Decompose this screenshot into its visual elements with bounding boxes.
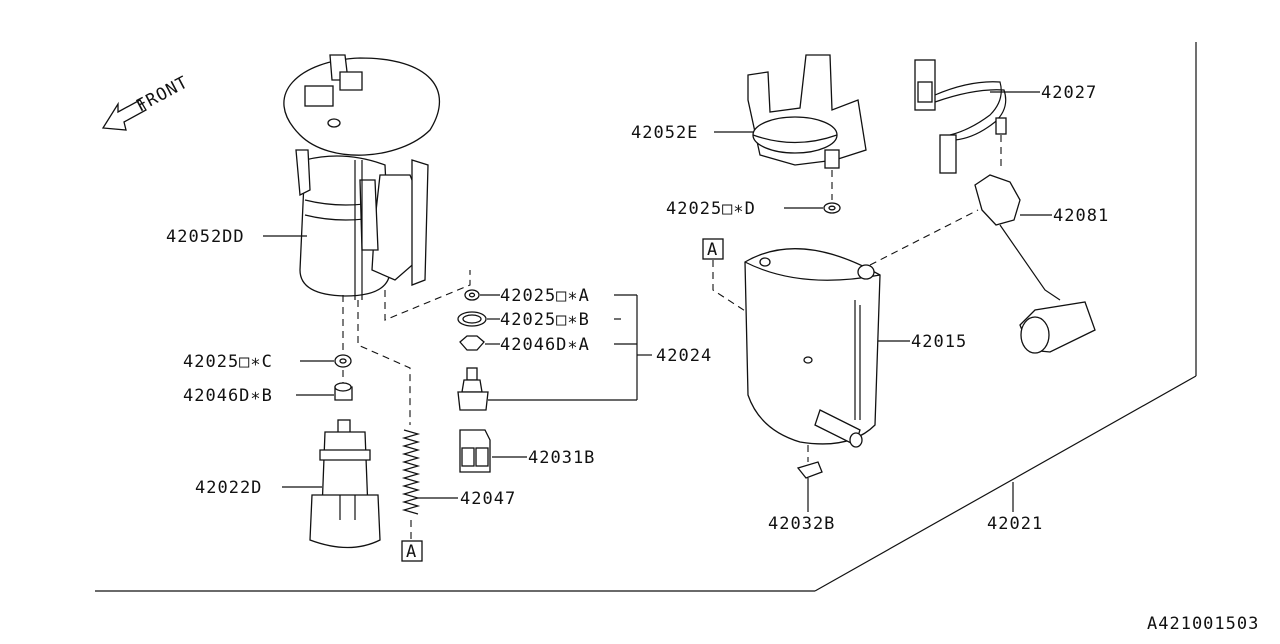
reference-code: A421001503 bbox=[1147, 614, 1259, 634]
clip-42032B-icon bbox=[796, 461, 823, 479]
fuel-sender-icon bbox=[974, 174, 1096, 354]
pump-module-icon bbox=[283, 54, 441, 300]
label-42021: 42021 bbox=[987, 514, 1043, 534]
label-42052DD: 42052DD bbox=[166, 227, 245, 247]
regulator-valve-icon bbox=[457, 367, 489, 411]
bushing-42046DA-icon bbox=[459, 335, 485, 351]
label-42024: 42024 bbox=[656, 346, 712, 366]
label-42032B: 42032B bbox=[768, 514, 835, 534]
label-42047: 42047 bbox=[460, 489, 516, 509]
front-arrow-icon bbox=[101, 99, 147, 131]
fuel-pump-icon bbox=[309, 419, 381, 549]
label-42046DB: 42046D∗B bbox=[183, 386, 273, 406]
ref-marker-box bbox=[401, 540, 423, 562]
label-42025A: 42025□∗A bbox=[500, 286, 590, 306]
frame-lines bbox=[95, 42, 1197, 592]
group-bracket-42024 bbox=[488, 294, 652, 401]
wire-harness-icon bbox=[914, 59, 1007, 174]
label-42081: 42081 bbox=[1053, 206, 1109, 226]
label-42025B: 42025□∗B bbox=[500, 310, 590, 330]
connector-42031B-icon bbox=[459, 429, 491, 473]
spring-icon bbox=[401, 429, 421, 515]
label-42052E: 42052E bbox=[631, 123, 698, 143]
label-42046DA: 42046D∗A bbox=[500, 335, 590, 355]
ref-marker-box-right bbox=[702, 238, 724, 260]
label-42027: 42027 bbox=[1041, 83, 1097, 103]
sub-tank-icon bbox=[744, 248, 881, 448]
ref-marker-a-left: A bbox=[406, 542, 417, 562]
bracket-42052E-icon bbox=[747, 54, 867, 169]
front-label: FRONT bbox=[133, 72, 192, 116]
label-42025C: 42025□∗C bbox=[183, 352, 273, 372]
label-42015: 42015 bbox=[911, 332, 967, 352]
label-42031B: 42031B bbox=[528, 448, 595, 468]
label-42025D: 42025□∗D bbox=[666, 199, 756, 219]
ref-marker-a-right: A bbox=[707, 240, 718, 260]
label-42022D: 42022D bbox=[195, 478, 262, 498]
